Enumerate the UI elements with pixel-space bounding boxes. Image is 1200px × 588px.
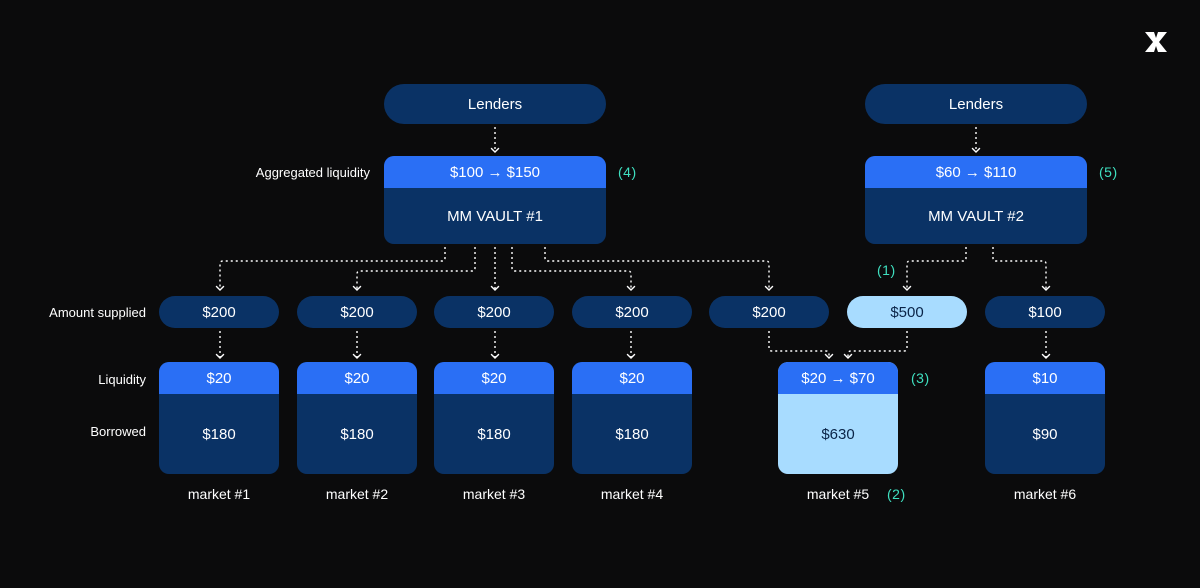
market-3-card: $20 $180 — [434, 362, 554, 474]
market-liquidity: $20 — [297, 362, 417, 394]
market-2-card: $20 $180 — [297, 362, 417, 474]
vault-1-note: (4) — [618, 164, 637, 180]
market-5-name-note: (2) — [887, 486, 906, 502]
market-borrowed: $630 — [821, 425, 855, 443]
arrow-vault2-supply7 — [992, 247, 1051, 291]
lenders-label: Lenders — [467, 95, 523, 113]
arrow-vault1-supply5 — [544, 247, 774, 291]
arrow-vault1-supply2 — [352, 247, 476, 291]
arrow-supply5-market5 — [768, 331, 834, 359]
vault-name: MM VAULT #1 — [447, 207, 543, 225]
market-name: market #1 — [187, 486, 251, 502]
vault-liquidity: $60 → $110 — [865, 156, 1087, 188]
supply-market-6: $100 — [985, 296, 1105, 328]
supply-market-5-vault-2: $500 — [847, 296, 967, 328]
market-borrowed: $180 — [477, 425, 511, 443]
market-5-card: $20 → $70 $630 — [778, 362, 898, 474]
arrow-supply6-market5 — [843, 331, 908, 359]
mm-vault-1: $100 → $150 MM VAULT #1 — [384, 156, 606, 244]
supply-market-2: $200 — [297, 296, 417, 328]
row-label-amount-supplied: Amount supplied — [49, 305, 146, 320]
logo-icon — [1145, 32, 1167, 52]
market-name: market #2 — [325, 486, 389, 502]
supply-market-5-vault-1: $200 — [709, 296, 829, 328]
market-name: market #3 — [462, 486, 526, 502]
lenders-label: Lenders — [948, 95, 1004, 113]
supply-market-1: $200 — [159, 296, 279, 328]
market-6-card: $10 $90 — [985, 362, 1105, 474]
row-label-aggregated-liquidity: Aggregated liquidity — [255, 165, 370, 180]
arrow-vault1-supply1 — [215, 247, 446, 291]
row-label-liquidity: Liquidity — [98, 372, 146, 387]
market-name: market #4 — [600, 486, 664, 502]
lenders-box-1: Lenders — [384, 84, 606, 124]
market-borrowed: $180 — [202, 425, 236, 443]
vault-name: MM VAULT #2 — [928, 207, 1024, 225]
supply-market-3: $200 — [434, 296, 554, 328]
market-borrowed: $180 — [615, 425, 649, 443]
market-borrowed: $90 — [1032, 425, 1058, 443]
market-5-liquidity-note: (3) — [911, 370, 930, 386]
market-name: market #6 — [1013, 486, 1077, 502]
mm-vault-2: $60 → $110 MM VAULT #2 — [865, 156, 1087, 244]
vault-liquidity: $100 → $150 — [384, 156, 606, 188]
market-liquidity: $20 → $70 — [778, 362, 898, 394]
market-liquidity: $20 — [572, 362, 692, 394]
arrow-vault2-supply6 — [902, 247, 967, 291]
market-liquidity: $10 — [985, 362, 1105, 394]
supply-note: (1) — [877, 262, 896, 278]
supply-market-4: $200 — [572, 296, 692, 328]
market-borrowed: $180 — [340, 425, 374, 443]
market-liquidity: $20 — [434, 362, 554, 394]
market-liquidity: $20 — [159, 362, 279, 394]
lenders-box-2: Lenders — [865, 84, 1087, 124]
market-4-card: $20 $180 — [572, 362, 692, 474]
market-1-card: $20 $180 — [159, 362, 279, 474]
vault-2-note: (5) — [1099, 164, 1118, 180]
arrow-vault1-supply4 — [511, 247, 636, 291]
market-name: market #5 — [806, 486, 870, 502]
row-label-borrowed: Borrowed — [90, 424, 146, 439]
